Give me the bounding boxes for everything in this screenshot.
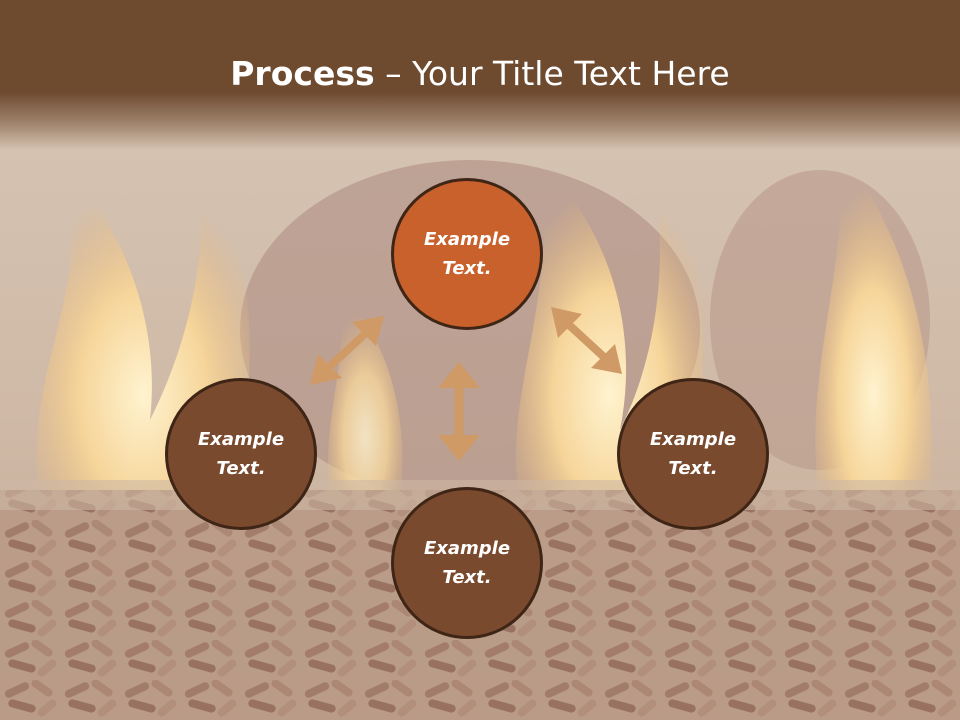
node-left: Example Text. [165, 378, 317, 530]
node-top: Example Text. [391, 178, 543, 330]
title-bold: Process [230, 54, 375, 93]
slide-title: Process – Your Title Text Here [0, 52, 960, 96]
title-rest: – Your Title Text Here [374, 54, 730, 93]
node-top-label: Example Text. [423, 229, 511, 279]
node-bottom: Example Text. [391, 487, 543, 639]
node-left-label: Example Text. [197, 429, 285, 479]
node-bottom-label: Example Text. [423, 538, 511, 588]
title-bar [0, 0, 960, 150]
arrow-top-right [551, 307, 622, 374]
arrow-top-left [310, 316, 384, 385]
node-right: Example Text. [617, 378, 769, 530]
arrow-vertical [438, 362, 480, 461]
node-right-label: Example Text. [649, 429, 737, 479]
